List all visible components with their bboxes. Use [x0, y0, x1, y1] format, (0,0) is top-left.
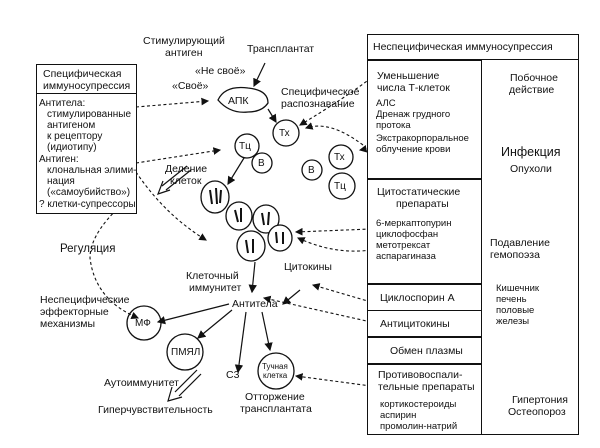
mast-cell-label-1: Тучная [262, 362, 288, 371]
specific-recognition-label-2: распознавание [281, 98, 355, 110]
organ-label: железы [496, 316, 530, 327]
antibodies-line: к рецептору [47, 131, 103, 142]
side-effect-label-2: действие [509, 84, 555, 96]
cell-immunity-label-2: иммунитет [189, 282, 242, 294]
b-right-label: В [308, 165, 315, 176]
hypertension-label: Гипертония [512, 394, 568, 406]
specific-immunosuppression-title-2: иммуносупрессия [43, 80, 131, 92]
autoimmunity-label: Аутоиммунитет [104, 377, 179, 389]
cell-division-label-2: клеток [170, 175, 202, 187]
antiinflammatory-label-1: Противовоспали- [378, 369, 463, 381]
antibodies-line: антигеном [47, 120, 96, 131]
pmn-cell-shape [166, 333, 204, 371]
right-panel-header [367, 34, 579, 60]
cytostatic-label-1: Цитостатические [377, 186, 461, 198]
mast-cell-shape [257, 352, 295, 390]
anticytokines-label: Антицитокины [380, 318, 450, 330]
b-cell-right-shape [301, 159, 323, 181]
tcell-method: Дренаж грудного [376, 109, 451, 120]
th-cell-shape [272, 119, 300, 147]
tc-label: Тц [239, 141, 251, 152]
cytostatic-label-2: препараты [396, 198, 449, 210]
cyclosporin-divider [367, 310, 482, 312]
cytostatic-drug: аспарагиназа [376, 251, 436, 262]
antigen-line: нация [47, 176, 75, 187]
apc-cell-shape [217, 86, 269, 113]
tumors-label: Опухоли [510, 163, 552, 175]
tcell-method: облучение крови [376, 144, 451, 155]
organ-label: печень [496, 294, 527, 305]
cytostatic-box [367, 179, 482, 284]
cell-division-label-1: Деление [165, 163, 208, 175]
infection-label: Инфекция [501, 145, 561, 159]
transplant-label: Трансплантат [247, 43, 315, 55]
pmn-label: ПМЯЛ [171, 347, 201, 358]
cytokines-label: Цитокины [284, 261, 332, 273]
cytostatic-drug: метотрексат [376, 240, 431, 251]
antiinflammatory-label-2: тельные препараты [378, 381, 475, 393]
apc-label: АПК [228, 95, 249, 107]
antiinflammatory-drug: аспирин [380, 410, 417, 421]
cyclosporin-label: Циклоспорин А [380, 292, 455, 304]
antibodies-line: стимулированные [47, 109, 132, 120]
self-label: «Своё» [172, 80, 209, 92]
stimulating-antigen-label-1: Стимулирующий [143, 35, 225, 47]
tc-right-label: Тц [334, 181, 346, 192]
rejection-label-1: Отторжение [245, 391, 305, 403]
hemopoiesis-label-2: гемопоэза [490, 249, 540, 261]
nonspecific-effectors-label-2: эффекторные [40, 306, 109, 318]
antigen-line: («самоубийство») [47, 187, 131, 198]
specific-immunosuppression-title-1: Специфическая [43, 68, 122, 80]
tcell-reduction-box [367, 60, 482, 179]
cytostatic-drug: циклофосфан [376, 229, 439, 240]
plasma-exchange-box [367, 337, 482, 364]
tcell-method: протока [376, 120, 411, 131]
side-effect-label-1: Побочное [510, 72, 558, 84]
th-right-label: Тх [334, 152, 345, 163]
rejection-label-2: трансплантата [240, 403, 312, 415]
mf-label: МФ [135, 318, 151, 329]
mast-cell-label-2: клетка [263, 371, 288, 380]
c3-label: С3 [226, 369, 240, 381]
organ-label: Кишечник [496, 283, 540, 294]
suppressor-cells-label: ? клетки-супрессоры [39, 199, 136, 210]
organ-label: половые [496, 305, 535, 316]
regulation-label: Регуляция [60, 243, 116, 255]
specific-immunosuppression-title-box [36, 64, 137, 94]
hypersensitivity-label: Гиперчувствительность [98, 404, 213, 416]
not-self-label: «Не своё» [195, 65, 246, 77]
b-label: В [258, 158, 265, 169]
stimulating-antigen-label-2: антиген [165, 47, 203, 59]
hemopoiesis-label-1: Подавление [490, 237, 550, 249]
tcell-reduction-label-2: числа Т-клеток [377, 82, 450, 94]
th-cell-right-shape [328, 144, 354, 170]
plasma-exchange-label: Обмен плазмы [390, 345, 463, 357]
tcell-method: Экстракорпоральное [376, 133, 469, 144]
nonspecific-effectors-label-3: механизмы [40, 318, 96, 330]
dividing-cells [200, 180, 293, 262]
cell-immunity-label-1: Клеточный [186, 270, 239, 282]
antiinflammatory-box [367, 364, 482, 435]
antibodies-line: (идиотипу) [47, 142, 97, 153]
tcell-reduction-label-1: Уменьшение [377, 70, 440, 82]
antiinflammatory-drug: кортикостероиды [380, 399, 457, 410]
antigen-heading: Антиген: [39, 154, 79, 165]
osteoporosis-label: Остеопороз [508, 406, 566, 418]
tc-cell-shape [234, 133, 260, 159]
specific-recognition-label-1: Специфическое [281, 86, 360, 98]
nonspecific-effectors-label-1: Неспецифические [40, 294, 130, 306]
cytostatic-drug: 6-меркаптопурин [376, 218, 452, 229]
antibodies-heading: Антитела: [39, 98, 86, 109]
antigen-line: клональная элими- [47, 165, 137, 176]
tcell-method: АЛС [376, 98, 396, 109]
antiinflammatory-drug: промолин-натрий [380, 421, 458, 432]
antibodies-label: Антитела [232, 298, 278, 310]
tc-cell-right-shape [328, 172, 356, 200]
nonspecific-immunosuppression-title: Неспецифическая иммуносупрессия [373, 41, 553, 53]
th-label: Тх [279, 128, 290, 139]
b-cell-shape [251, 152, 273, 174]
